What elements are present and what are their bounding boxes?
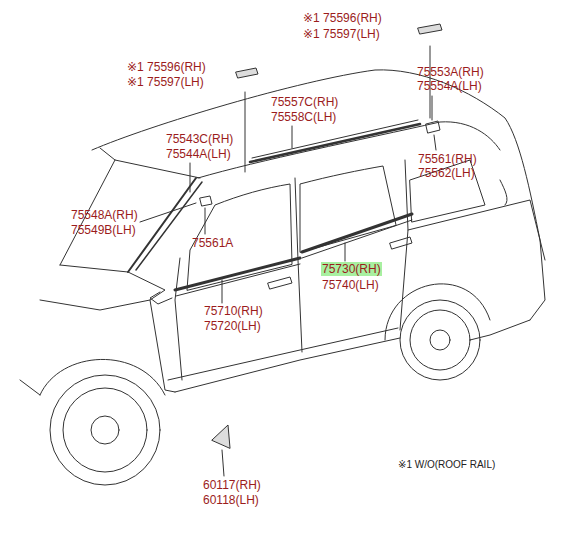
part-number: ※1 75597(LH) [303,27,380,41]
part-number: 75720(LH) [204,319,261,333]
part-number: 60117(RH) [203,478,261,492]
part-number: 75557C(RH) [271,95,338,109]
part-number: 75730(RH) [321,262,382,276]
part-number: 60118(LH) [203,493,259,507]
part-number: 75544A(LH) [166,147,231,161]
part-number: 75740(LH) [322,278,379,292]
part-number: 75561(RH) [418,152,477,166]
part-number: 75710(RH) [204,304,263,318]
part-number: 75561A [192,236,233,250]
part-number: 75558C(LH) [271,110,336,124]
part-number: 75543C(RH) [166,132,233,146]
footnote: ※1 W/O(ROOF RAIL) [398,458,495,472]
part-number: ※1 75597(LH) [127,75,204,89]
part-number: 75553A(RH) [417,65,484,79]
part-number: 75554A(LH) [417,79,482,93]
part-number: 75562(LH) [418,166,475,180]
part-number: ※1 75596(RH) [127,60,206,74]
part-number: 75548A(RH) [71,208,138,222]
part-number: ※1 75596(RH) [303,11,382,25]
part-number: 75549B(LH) [71,223,136,237]
